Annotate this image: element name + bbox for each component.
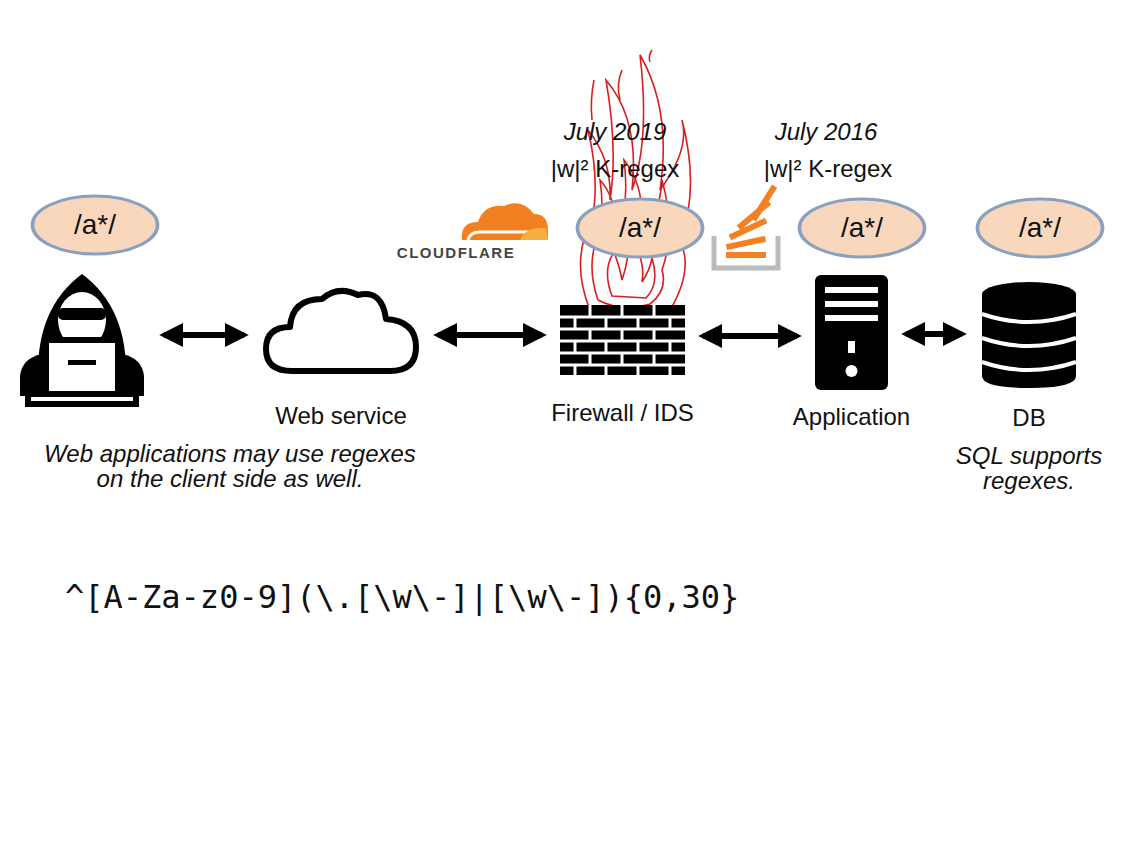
regex-bubble: /a*/ bbox=[797, 197, 927, 259]
firewall-icon bbox=[560, 305, 685, 375]
date-label: July 2016 bbox=[775, 118, 878, 146]
regex-bubble: /a*/ bbox=[975, 197, 1105, 259]
icon-label: DB bbox=[959, 404, 1099, 432]
regex-example: ^[A-Za-z0-9](\.[\w\-]|[\w\-]){0,30} bbox=[65, 578, 739, 616]
regex-bubble: /a*/ bbox=[30, 194, 160, 256]
complexity-label: |w|² K-regex bbox=[551, 155, 680, 183]
icon-label: Application bbox=[771, 403, 932, 431]
cloud-icon bbox=[262, 285, 420, 375]
component-icon: DBSQL supports regexes. bbox=[980, 280, 1078, 390]
date-label: July 2019 bbox=[564, 118, 667, 146]
double-arrow bbox=[906, 331, 962, 337]
icon-label: Firewall / IDS bbox=[520, 399, 725, 427]
complexity-label: |w|² K-regex bbox=[764, 155, 893, 183]
regex-bubble-text: /a*/ bbox=[575, 197, 705, 259]
component-icon: Application bbox=[815, 275, 888, 390]
regex-bubble: /a*/ bbox=[575, 197, 705, 259]
logo-wordmark: CLOUDFLARE bbox=[397, 244, 515, 261]
regex-bubble-text: /a*/ bbox=[797, 197, 927, 259]
stackoverflow-logo bbox=[714, 184, 778, 268]
component-icon: Web service bbox=[262, 285, 420, 375]
regex-bubble-text: /a*/ bbox=[975, 197, 1105, 259]
double-arrow bbox=[703, 333, 797, 339]
icon-label: Web service bbox=[241, 402, 441, 430]
caption-note: Web applications may use regexes on the … bbox=[40, 441, 420, 491]
regex-bubble-text: /a*/ bbox=[30, 194, 160, 256]
database-icon bbox=[980, 280, 1078, 390]
component-icon: Web applications may use regexes on the … bbox=[18, 268, 146, 413]
caption-note: SQL supports regexes. bbox=[954, 443, 1104, 493]
hacker-icon bbox=[18, 268, 146, 413]
server-icon bbox=[815, 275, 888, 390]
component-icon: Firewall / IDS bbox=[560, 305, 685, 375]
double-arrow bbox=[438, 332, 542, 338]
double-arrow bbox=[164, 332, 244, 338]
flames bbox=[580, 50, 690, 318]
cloudflare-logo bbox=[462, 203, 548, 240]
